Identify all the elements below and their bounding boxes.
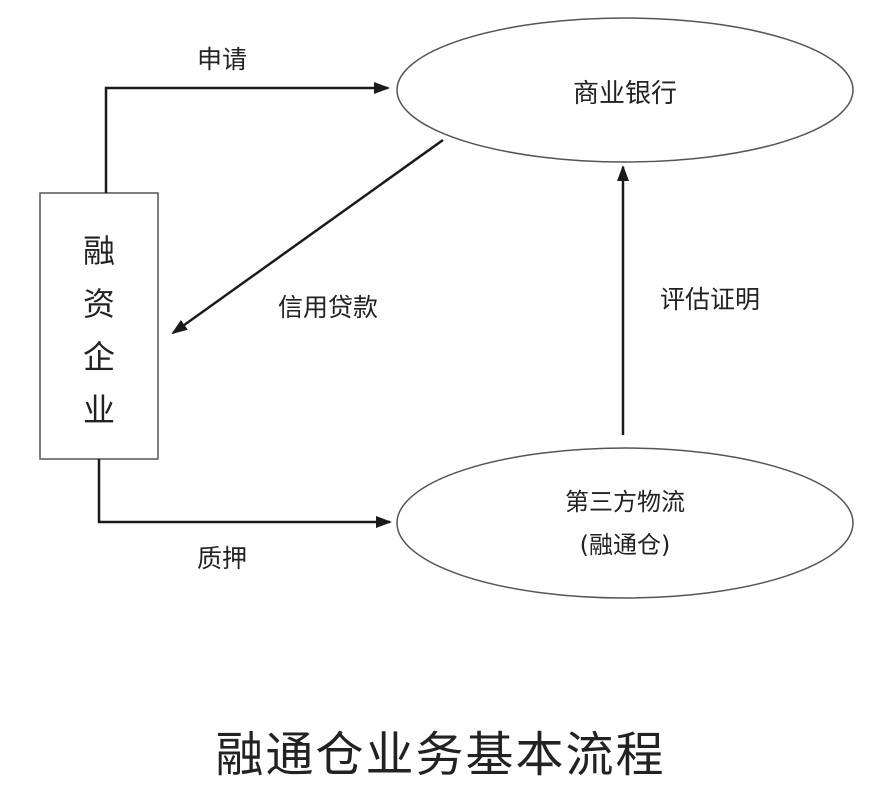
enterprise-char-2: 资 — [83, 285, 115, 323]
bank-ellipse — [396, 17, 854, 163]
diagram-caption: 融通仓业务基本流程 — [215, 727, 666, 783]
bank-label: 商业银行 — [573, 79, 677, 109]
enterprise-box — [39, 192, 159, 460]
pledge-arrow — [97, 459, 392, 528]
loan-arrow — [171, 138, 444, 335]
enterprise-char-4: 业 — [83, 391, 115, 429]
enterprise-char-1: 融 — [83, 232, 115, 270]
flow-diagram: 融 资 企 业 商业银行 第三方物流 (融通仓) 申请 信用贷款 质押 评估证明 — [39, 17, 854, 599]
apply-arrow — [104, 82, 390, 193]
edge-loan: 信用贷款 — [171, 138, 444, 335]
enterprise-char-3: 企 — [83, 338, 115, 376]
apply-label: 申请 — [197, 45, 247, 74]
edge-certify: 评估证明 — [617, 165, 760, 435]
node-enterprise: 融 资 企 业 — [39, 192, 159, 460]
certify-label: 评估证明 — [660, 285, 760, 314]
logistics-label-line2: (融通仓) — [580, 531, 671, 559]
pledge-label: 质押 — [197, 544, 247, 573]
node-logistics: 第三方物流 (融通仓) — [396, 447, 854, 599]
edge-pledge: 质押 — [97, 459, 392, 573]
loan-label: 信用贷款 — [278, 293, 378, 322]
logistics-ellipse — [396, 447, 854, 599]
node-bank: 商业银行 — [396, 17, 854, 163]
logistics-label-line1: 第三方物流 — [565, 488, 685, 516]
edge-apply: 申请 — [104, 45, 390, 193]
